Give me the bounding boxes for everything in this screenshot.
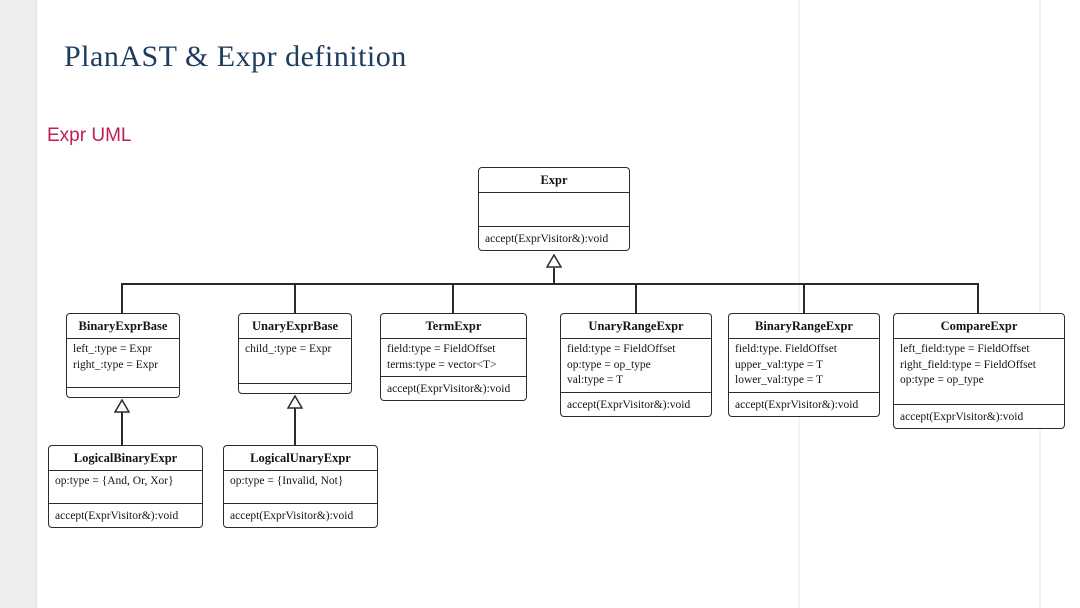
section-label: Expr UML — [47, 125, 132, 146]
class-binary-range-expr: BinaryRangeExpr field:type. FieldOffset u… — [728, 313, 880, 417]
class-name: LogicalUnaryExpr — [224, 446, 377, 471]
class-unary-range-expr: UnaryRangeExpr field:type = FieldOffset o… — [560, 313, 712, 417]
class-attributes: field:type = FieldOffset terms:type = vec… — [381, 339, 526, 377]
connector-line — [294, 408, 296, 445]
class-methods: accept(ExprVisitor&):void — [894, 405, 1064, 428]
attribute: op:type = {And, Or, Xor} — [55, 475, 174, 487]
attribute: terms:type = vector<T> — [387, 358, 497, 371]
method: accept(ExprVisitor&):void — [387, 382, 511, 395]
connector-line — [635, 283, 637, 313]
method: accept(ExprVisitor&):void — [900, 410, 1024, 423]
inheritance-arrow-icon — [287, 395, 303, 409]
method: accept(ExprVisitor&):void — [55, 509, 179, 522]
attribute: op:type = op_type — [900, 374, 984, 387]
class-methods: accept(ExprVisitor&):void — [49, 504, 202, 527]
class-attributes — [479, 193, 629, 227]
class-name: BinaryRangeExpr — [729, 314, 879, 339]
attribute: left_:type = Expr — [73, 343, 152, 355]
class-methods: accept(ExprVisitor&):void — [561, 393, 711, 416]
attribute: op:type = {Invalid, Not} — [230, 475, 344, 487]
background-seam-line — [798, 0, 800, 608]
attribute: upper_val:type = T — [735, 358, 824, 371]
method: accept(ExprVisitor&):void — [230, 509, 354, 522]
inheritance-arrow-icon — [114, 399, 130, 413]
connector-line — [452, 283, 454, 313]
attribute: right_:type = Expr — [73, 358, 159, 371]
class-name: TermExpr — [381, 314, 526, 339]
attribute: field:type = FieldOffset — [387, 343, 496, 355]
class-methods — [67, 388, 179, 397]
class-attributes: op:type = {Invalid, Not} — [224, 471, 377, 504]
method: accept(ExprVisitor&):void — [735, 398, 859, 411]
class-methods: accept(ExprVisitor&):void — [224, 504, 377, 527]
connector-line — [803, 283, 805, 313]
class-compare-expr: CompareExpr left_field:type = FieldOffse… — [893, 313, 1065, 429]
attribute: right_field:type = FieldOffset — [900, 358, 1036, 371]
class-term-expr: TermExpr field:type = FieldOffset terms:t… — [380, 313, 527, 401]
connector-line — [294, 283, 296, 313]
class-logical-unary-expr: LogicalUnaryExpr op:type = {Invalid, Not… — [223, 445, 378, 528]
attribute: child_:type = Expr — [245, 343, 332, 355]
class-attributes: left_:type = Expr right_:type = Expr — [67, 339, 179, 388]
attribute: left_field:type = FieldOffset — [900, 343, 1030, 355]
class-methods: accept(ExprVisitor&):void — [381, 377, 526, 400]
method: accept(ExprVisitor&):void — [485, 232, 609, 245]
background-seam-line — [1039, 0, 1041, 608]
attribute: lower_val:type = T — [735, 374, 824, 387]
connector-line — [977, 283, 979, 313]
connector-line — [121, 412, 123, 445]
connector-line — [553, 268, 555, 284]
class-attributes: field:type. FieldOffset upper_val:type = … — [729, 339, 879, 393]
left-margin-strip — [0, 0, 37, 608]
class-methods: accept(ExprVisitor&):void — [729, 393, 879, 416]
inheritance-arrow-icon — [546, 254, 562, 268]
connector-line — [121, 283, 123, 313]
class-binary-expr-base: BinaryExprBase left_:type = Expr right_:t… — [66, 313, 180, 398]
class-unary-expr-base: UnaryExprBase child_:type = Expr — [238, 313, 352, 394]
attribute: op:type = op_type — [567, 358, 651, 371]
connector-line — [121, 283, 979, 285]
attribute: field:type. FieldOffset — [735, 343, 837, 355]
method: accept(ExprVisitor&):void — [567, 398, 691, 411]
page-title: PlanAST & Expr definition — [64, 40, 407, 73]
class-expr: Expr accept(ExprVisitor&):void — [478, 167, 630, 251]
class-attributes: field:type = FieldOffset op:type = op_typ… — [561, 339, 711, 393]
class-methods — [239, 384, 351, 393]
class-name: UnaryRangeExpr — [561, 314, 711, 339]
class-logical-binary-expr: LogicalBinaryExpr op:type = {And, Or, Xo… — [48, 445, 203, 528]
class-attributes: op:type = {And, Or, Xor} — [49, 471, 202, 504]
class-name: BinaryExprBase — [67, 314, 179, 339]
attribute: field:type = FieldOffset — [567, 343, 676, 355]
class-methods: accept(ExprVisitor&):void — [479, 227, 629, 250]
class-name: UnaryExprBase — [239, 314, 351, 339]
class-name: LogicalBinaryExpr — [49, 446, 202, 471]
class-name: CompareExpr — [894, 314, 1064, 339]
class-attributes: child_:type = Expr — [239, 339, 351, 384]
class-attributes: left_field:type = FieldOffset right_field… — [894, 339, 1064, 405]
class-name: Expr — [479, 168, 629, 193]
attribute: val:type = T — [567, 374, 624, 387]
